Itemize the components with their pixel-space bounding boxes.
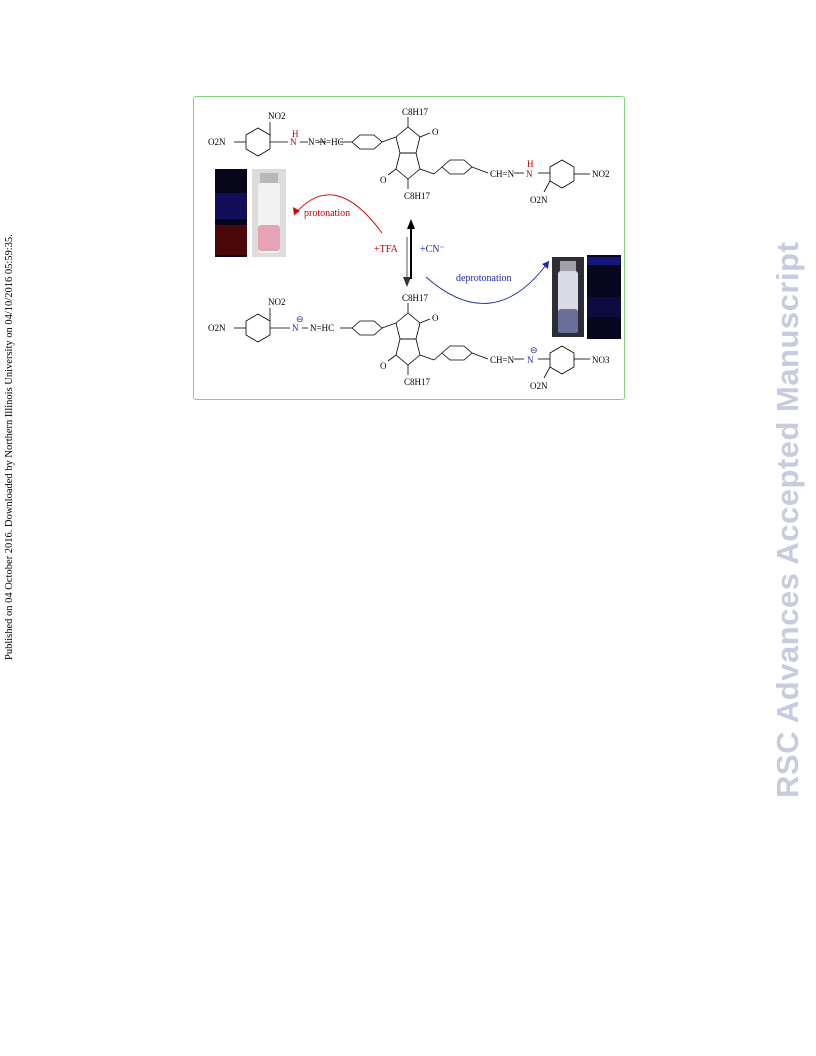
protonation-label: protonation [304,208,350,219]
n-minus-label: N [527,355,534,365]
n-minus-label: N [292,323,299,333]
protonation-arrow [293,194,383,234]
oxygen-label: O [380,175,387,185]
pyrrole-ring [395,152,421,180]
o2n-label: O2N [208,323,226,333]
pyrrole-ring [395,312,421,340]
oxygen-label: O [432,313,439,323]
nh-label: N [526,169,533,179]
phenyl-ring [351,320,383,336]
azo-label: CH=N [490,355,515,365]
cyanide-label: +CN⁻ [420,244,445,255]
c8h17-label: C8H17 [404,191,431,201]
phenyl-ring [441,159,473,175]
h-label: H [292,129,299,139]
c8h17-label: C8H17 [402,107,429,117]
pyrrole-ring [395,126,421,154]
azo-label: CH=N [490,169,515,179]
c8h17-label: C8H17 [402,293,429,303]
equilibrium-arrows [403,219,415,287]
reaction-scheme-figure: O2N NO2 H N N=N=HC C8H17 O O C8H17 CH=N … [193,96,625,400]
reaction-scheme-svg: O2N NO2 H N N=N=HC C8H17 O O C8H17 CH=N … [208,107,621,391]
tfa-label: +TFA [374,244,399,255]
download-notice: Published on 04 October 2016. Downloaded… [4,234,15,660]
protonated-photos [215,169,286,257]
phenyl-ring [351,134,383,150]
o2n-label: O2N [530,195,548,205]
no2-label: NO3 [592,355,610,365]
no2-label: NO2 [592,169,610,179]
oxygen-label: O [432,127,439,137]
no2-label: NO2 [268,297,286,307]
accepted-manuscript-watermark: RSC Advances Accepted Manuscript [770,241,805,798]
deprotonation-arrow [425,260,550,304]
minus-charge-icon: ⊖ [296,314,304,324]
h-label: H [527,159,534,169]
no2-label: NO2 [268,111,286,121]
oxygen-label: O [380,361,387,371]
o2n-label: O2N [208,137,226,147]
benzene-ring [549,159,575,189]
pyrrole-ring [395,338,421,366]
bottom-molecule [234,303,590,379]
o2n-label: O2N [530,381,548,391]
nh-label: N [290,137,297,147]
minus-charge-icon: ⊖ [530,345,538,355]
benzene-ring [549,345,575,375]
azo-label: N=HC [310,323,334,333]
benzene-ring [245,127,271,157]
benzene-ring [245,313,271,343]
deprotonation-label: deprotonation [456,273,512,284]
azo-label: N=N=HC [308,137,344,147]
phenyl-ring [441,345,473,361]
top-molecule [234,117,590,193]
deprotonated-photos [552,255,621,339]
c8h17-label: C8H17 [404,377,431,387]
